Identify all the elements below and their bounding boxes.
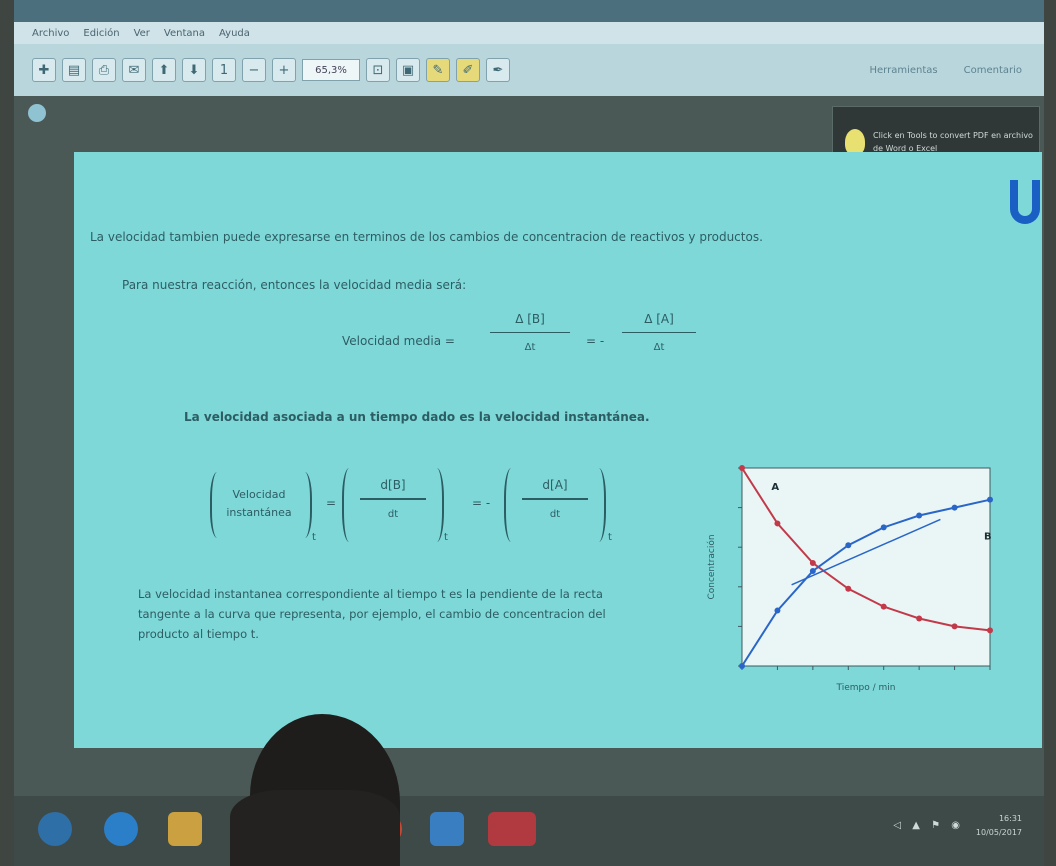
- point-B: [987, 496, 993, 503]
- series-label-A: A: [771, 482, 779, 493]
- point-B: [880, 524, 887, 531]
- prev-page-icon[interactable]: ⬆: [152, 58, 176, 82]
- eq2-lhs-line2: instantánea: [226, 506, 292, 519]
- eq2-equals-minus: = -: [472, 496, 491, 510]
- eq2-lhs-line1: Velocidad: [232, 488, 286, 501]
- eq1-equals-minus: = -: [586, 334, 605, 348]
- y-axis-label: Concentración: [706, 534, 717, 599]
- folder-icon[interactable]: [168, 812, 202, 846]
- notification-text: Click en Tools to convert PDF en archivo…: [873, 131, 1033, 153]
- app-icon[interactable]: [430, 812, 464, 846]
- print-icon[interactable]: ⎙: [92, 58, 116, 82]
- eq2-sub-lhs: t: [312, 532, 316, 543]
- point-B: [809, 567, 816, 574]
- point-B: [951, 504, 958, 511]
- series-label-B: B: [984, 532, 992, 543]
- zoom-in-icon[interactable]: +: [272, 58, 296, 82]
- point-A: [880, 603, 887, 610]
- eq2-den-b: dt: [387, 509, 399, 520]
- clock-time: 16:31: [998, 814, 1022, 823]
- fit-page-icon[interactable]: ⊡: [366, 58, 390, 82]
- average-rate-equation: Velocidad media = Δ [B] Δt = - Δ [A] Δt: [342, 308, 702, 370]
- point-B: [845, 542, 852, 549]
- instant-rate-intro: La velocidad asociada a un tiempo dado e…: [184, 410, 650, 424]
- comment-link[interactable]: Comentario: [963, 64, 1022, 76]
- point-B: [916, 512, 923, 519]
- x-axis-label: Tiempo / min: [836, 683, 896, 693]
- start-icon[interactable]: [38, 812, 72, 846]
- university-logo: [1010, 180, 1040, 224]
- point-A: [987, 627, 993, 634]
- concentration-chart: Tiempo / min Concentración A B: [706, 465, 993, 693]
- email-icon[interactable]: ✉: [122, 58, 146, 82]
- intro-text: La velocidad tambien puede expresarse en…: [90, 230, 763, 244]
- instant-rate-equation: Velocidad instantánea t = d[B] dt t = - …: [204, 468, 664, 548]
- eq1-den-b: Δt: [524, 342, 536, 353]
- comment-icon[interactable]: ✎: [426, 58, 450, 82]
- clock[interactable]: 16:31 10/05/2017: [976, 812, 1022, 840]
- eq2-fraction-b: d[B] dt: [360, 474, 426, 524]
- sign-icon[interactable]: ✒: [486, 58, 510, 82]
- menu-ver[interactable]: Ver: [133, 27, 150, 39]
- series-line-A: [741, 467, 991, 632]
- menu-ventana[interactable]: Ventana: [163, 27, 205, 39]
- tools-link[interactable]: Herramientas: [869, 64, 938, 76]
- toolbar-right-links: Herramientas Comentario: [869, 65, 1022, 76]
- menu-ayuda[interactable]: Ayuda: [218, 27, 250, 39]
- ie-icon[interactable]: [104, 812, 138, 846]
- taskbar: ◁ ▲ ⚑ ◉ 16:31 10/05/2017: [14, 796, 1044, 866]
- tangent-explanation: La velocidad instantanea correspondiente…: [138, 587, 606, 641]
- eq1-fraction-a: Δ [A] Δt: [622, 308, 696, 357]
- eq1-den-a: Δt: [653, 342, 665, 353]
- point-B: [774, 607, 781, 614]
- point-A: [845, 585, 852, 592]
- menu-archivo[interactable]: Archivo: [32, 27, 70, 39]
- eq1-num-b: Δ [B]: [515, 312, 545, 326]
- point-B: [739, 663, 745, 669]
- open-icon[interactable]: ▤: [62, 58, 86, 82]
- tangent-line: [791, 518, 941, 586]
- lightbulb-icon: [845, 129, 865, 155]
- title-bar: [14, 0, 1044, 22]
- point-A: [951, 623, 958, 630]
- acrobat-icon[interactable]: [488, 812, 536, 846]
- point-A: [774, 520, 781, 527]
- eq1-fraction-b: Δ [B] Δt: [490, 308, 570, 357]
- highlight-icon[interactable]: ✐: [456, 58, 480, 82]
- viewer-shoulder: [230, 790, 400, 866]
- point-A: [916, 615, 923, 622]
- zoom-out-icon[interactable]: −: [242, 58, 266, 82]
- point-A: [809, 560, 816, 567]
- average-rate-intro: Para nuestra reacción, entonces la veloc…: [122, 278, 467, 292]
- zoom-level-field[interactable]: 65,3%: [302, 59, 360, 81]
- plot-area: [741, 467, 991, 667]
- eq1-label: Velocidad media =: [342, 334, 455, 348]
- clock-date: 10/05/2017: [975, 828, 1022, 837]
- eq2-den-a: dt: [549, 509, 561, 520]
- system-tray[interactable]: ◁ ▲ ⚑ ◉: [893, 820, 964, 831]
- menu-bar: Archivo Edición Ver Ventana Ayuda: [14, 22, 1044, 44]
- eq2-num-a: d[A]: [542, 478, 568, 492]
- eq2-sub-a: t: [608, 532, 612, 543]
- sidebar-toggle-icon[interactable]: [28, 104, 46, 122]
- eq2-sub-b: t: [444, 532, 448, 543]
- eq2-lhs: Velocidad instantánea: [224, 486, 294, 522]
- toolbar: ✚ ▤ ⎙ ✉ ⬆ ⬇ 1 − + 65,3% ⊡ ▣ ✎ ✐ ✒ Herram…: [14, 44, 1044, 96]
- page-number-field[interactable]: 1: [212, 58, 236, 82]
- fit-width-icon[interactable]: ▣: [396, 58, 420, 82]
- series-line-B: [741, 498, 991, 667]
- eq2-equals: =: [326, 496, 337, 510]
- eq2-fraction-a: d[A] dt: [522, 474, 588, 524]
- eq1-num-a: Δ [A]: [644, 312, 674, 326]
- point-A: [739, 465, 745, 471]
- projected-screen: Archivo Edición Ver Ventana Ayuda ✚ ▤ ⎙ …: [14, 0, 1044, 866]
- create-icon[interactable]: ✚: [32, 58, 56, 82]
- next-page-icon[interactable]: ⬇: [182, 58, 206, 82]
- pdf-page: La velocidad tambien puede expresarse en…: [74, 152, 1042, 748]
- menu-edicion[interactable]: Edición: [83, 27, 120, 39]
- eq2-num-b: d[B]: [380, 478, 406, 492]
